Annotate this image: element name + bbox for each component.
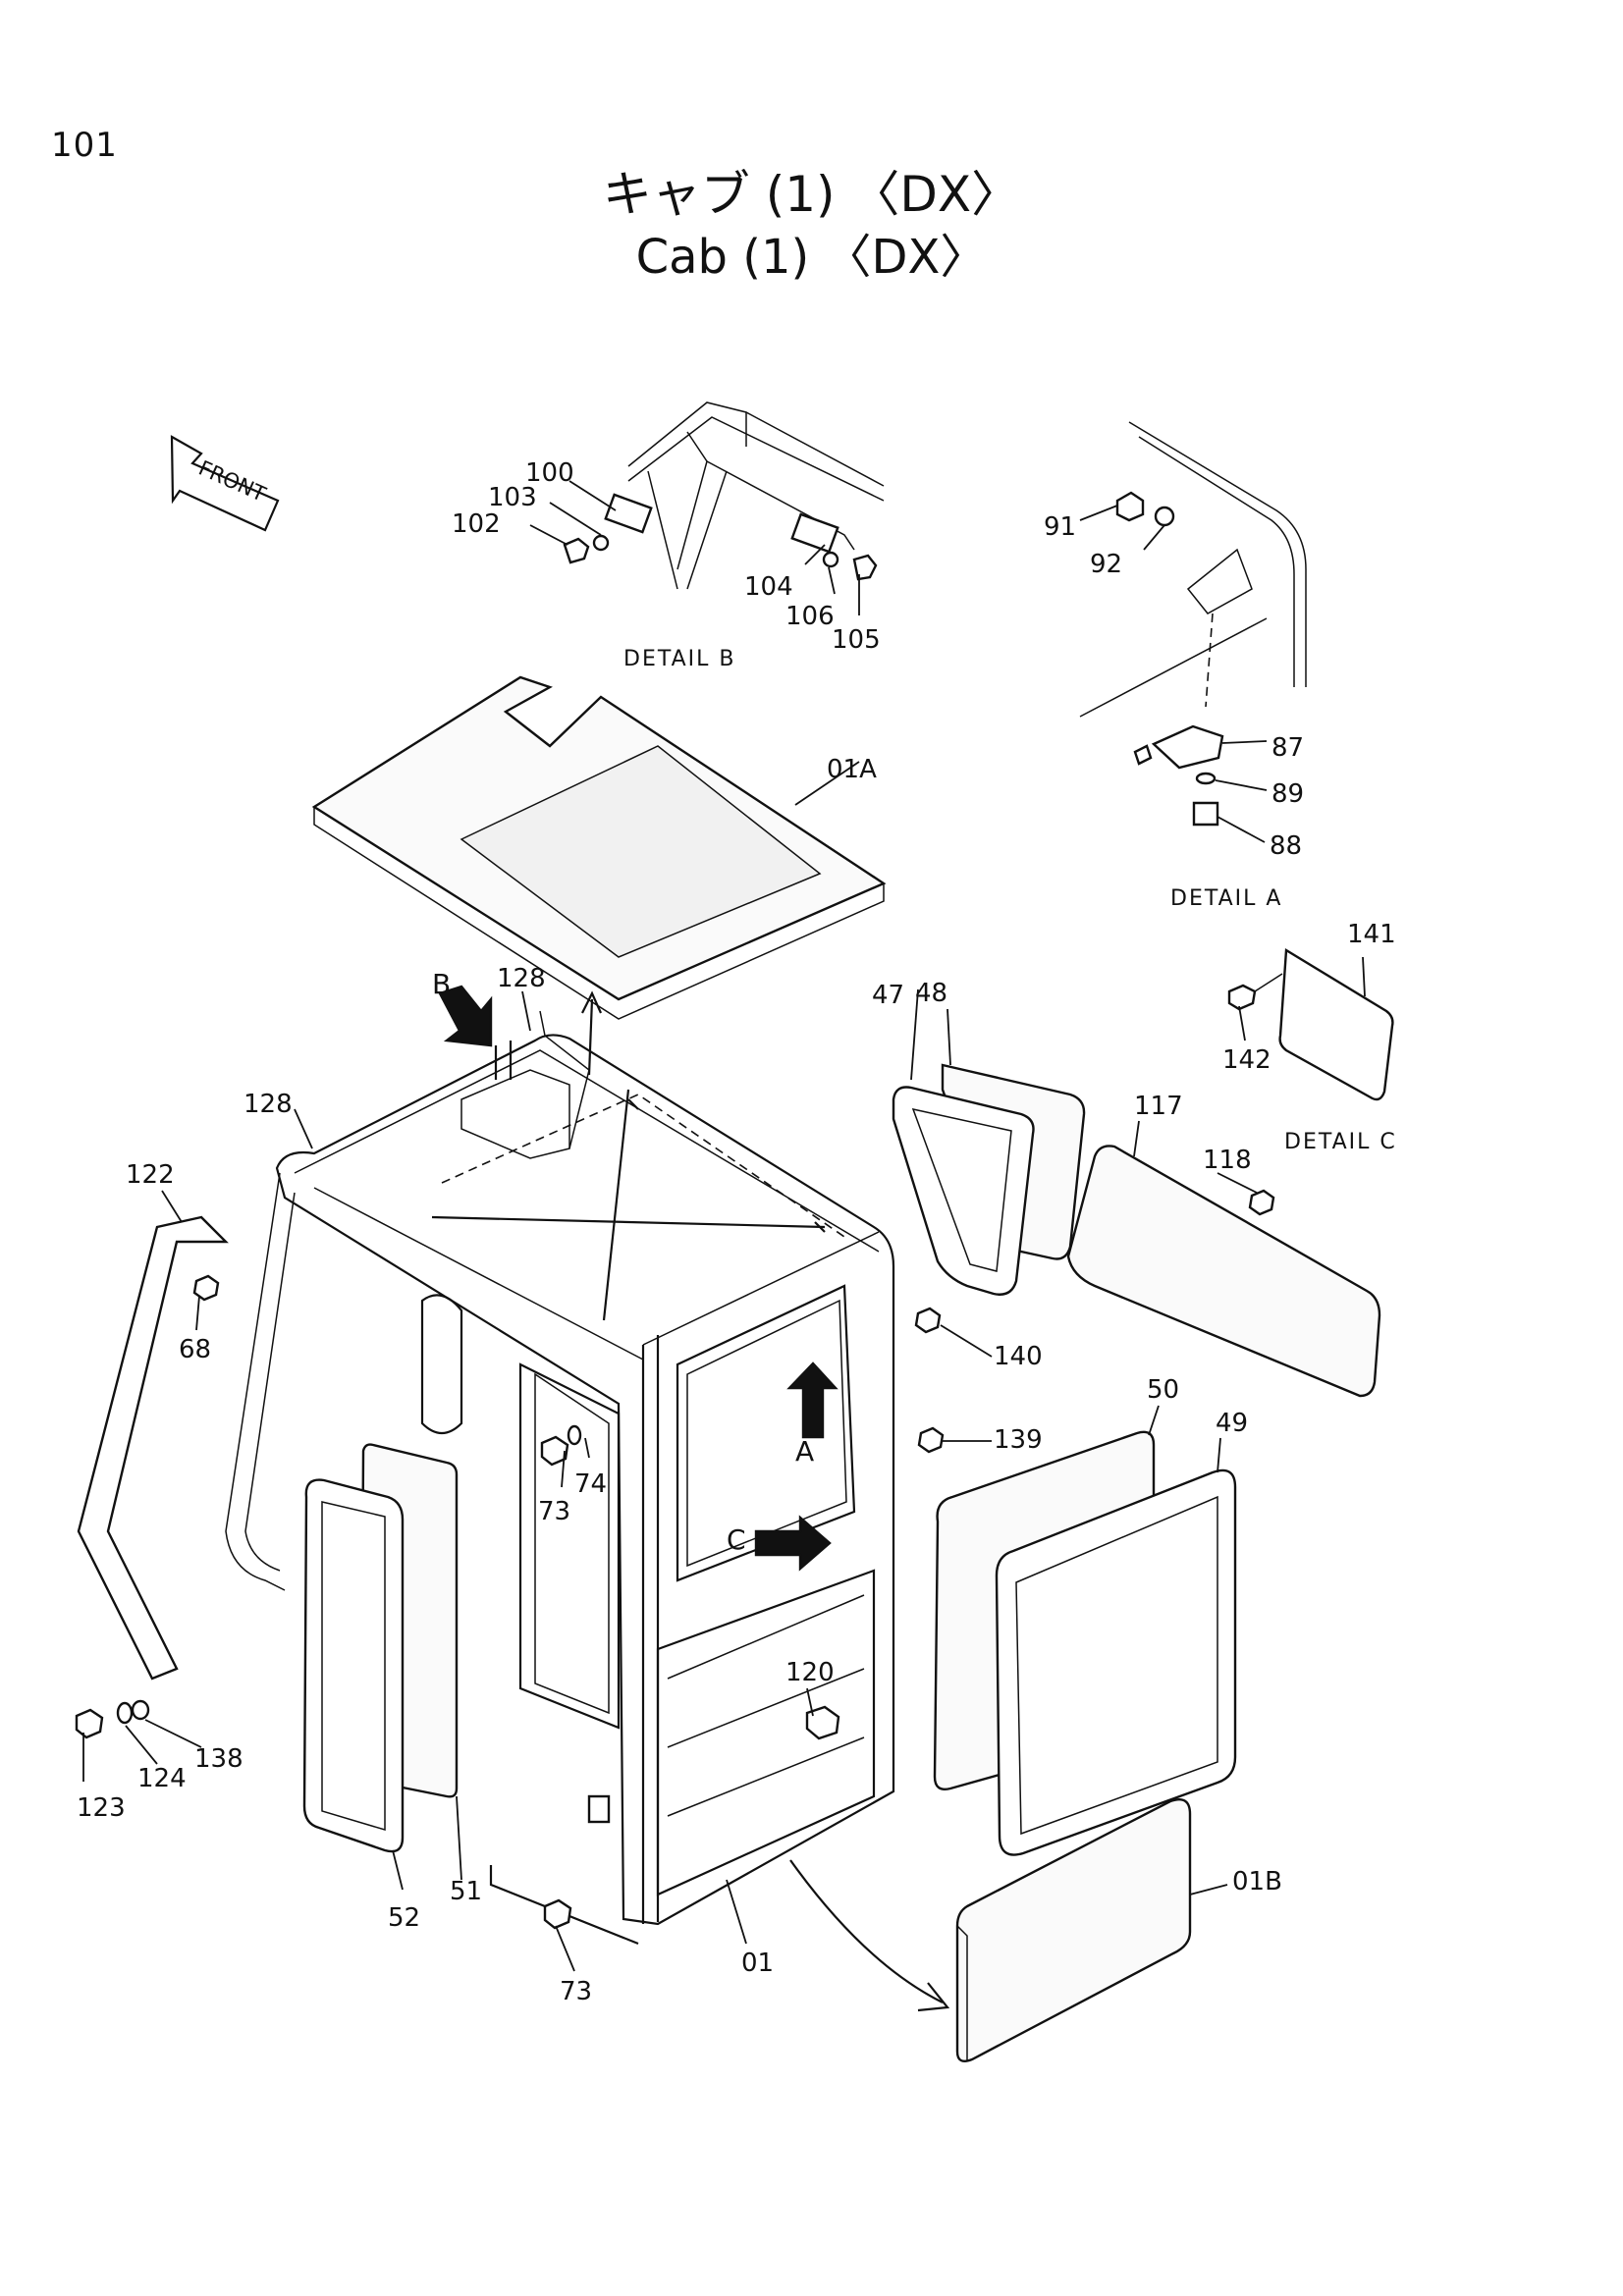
label-68: 68	[179, 1335, 211, 1364]
label-52: 52	[388, 1903, 420, 1933]
label-51: 51	[450, 1877, 482, 1906]
front-arrow: FRONT	[170, 435, 280, 532]
label-102: 102	[452, 509, 501, 539]
part-labels: 100 103 102 104 106 105 91 92 87 89 88 1…	[77, 458, 1396, 2006]
floor-arrow	[789, 1859, 944, 2003]
label-142: 142	[1222, 1045, 1271, 1075]
label-b: B	[432, 968, 451, 1000]
label-138: 138	[194, 1744, 243, 1774]
label-104: 104	[744, 572, 793, 602]
handrail-122	[77, 1215, 229, 1681]
detail-b-label: DETAIL B	[623, 647, 735, 671]
label-100: 100	[525, 458, 574, 488]
label-87: 87	[1271, 733, 1304, 763]
label-105: 105	[832, 625, 881, 655]
label-120: 120	[785, 1658, 835, 1687]
door-seal-52	[302, 1478, 405, 1853]
label-128-side: 128	[243, 1090, 293, 1119]
label-74: 74	[574, 1469, 607, 1499]
label-01b: 01B	[1232, 1867, 1282, 1896]
label-a: A	[795, 1435, 814, 1468]
title-english: Cab (1) 〈DX〉	[635, 230, 988, 285]
label-73-lower: 73	[560, 1977, 592, 2006]
label-123: 123	[77, 1793, 126, 1823]
detail-b-drawing	[563, 401, 885, 590]
label-88: 88	[1270, 831, 1302, 861]
label-89: 89	[1271, 779, 1304, 809]
label-122: 122	[126, 1160, 175, 1190]
label-124: 124	[137, 1764, 187, 1793]
view-c-arrow	[754, 1515, 832, 1572]
view-a-arrow	[786, 1362, 839, 1439]
detail-c-label: DETAIL C	[1284, 1130, 1397, 1154]
label-48: 48	[915, 979, 947, 1008]
label-92: 92	[1090, 550, 1122, 579]
detail-a-drawing	[1079, 421, 1307, 827]
title-japanese: キャブ (1) 〈DX〉	[602, 166, 1021, 223]
label-140: 140	[994, 1342, 1043, 1371]
label-47: 47	[872, 981, 904, 1010]
floor-plate-01b	[955, 1797, 1192, 2062]
label-118: 118	[1203, 1146, 1252, 1175]
front-label: FRONT	[195, 456, 269, 507]
label-117: 117	[1134, 1092, 1183, 1121]
window-117	[1066, 1145, 1381, 1398]
label-73-upper: 73	[538, 1497, 570, 1526]
leader-lines	[82, 480, 1366, 1972]
small-hardware	[75, 1189, 1275, 1930]
view-b-arrow	[438, 985, 493, 1047]
label-91: 91	[1044, 512, 1076, 542]
rear-seal-49	[995, 1468, 1237, 1856]
label-103: 103	[488, 483, 537, 512]
label-106: 106	[785, 602, 835, 631]
label-139: 139	[994, 1425, 1043, 1455]
detail-c-drawing	[1227, 947, 1394, 1101]
label-c: C	[727, 1523, 746, 1556]
detail-a-label: DETAIL A	[1170, 886, 1282, 911]
label-128-top: 128	[497, 964, 546, 993]
label-50: 50	[1147, 1375, 1179, 1405]
side-seal-47	[892, 1086, 1035, 1296]
label-01a: 01A	[827, 755, 877, 784]
roof-panel-01a	[311, 675, 887, 1020]
cab-frame	[225, 1010, 895, 1946]
label-01: 01	[741, 1949, 774, 1978]
page-number: 101	[51, 126, 118, 165]
label-141: 141	[1347, 920, 1396, 949]
label-49: 49	[1216, 1409, 1248, 1438]
